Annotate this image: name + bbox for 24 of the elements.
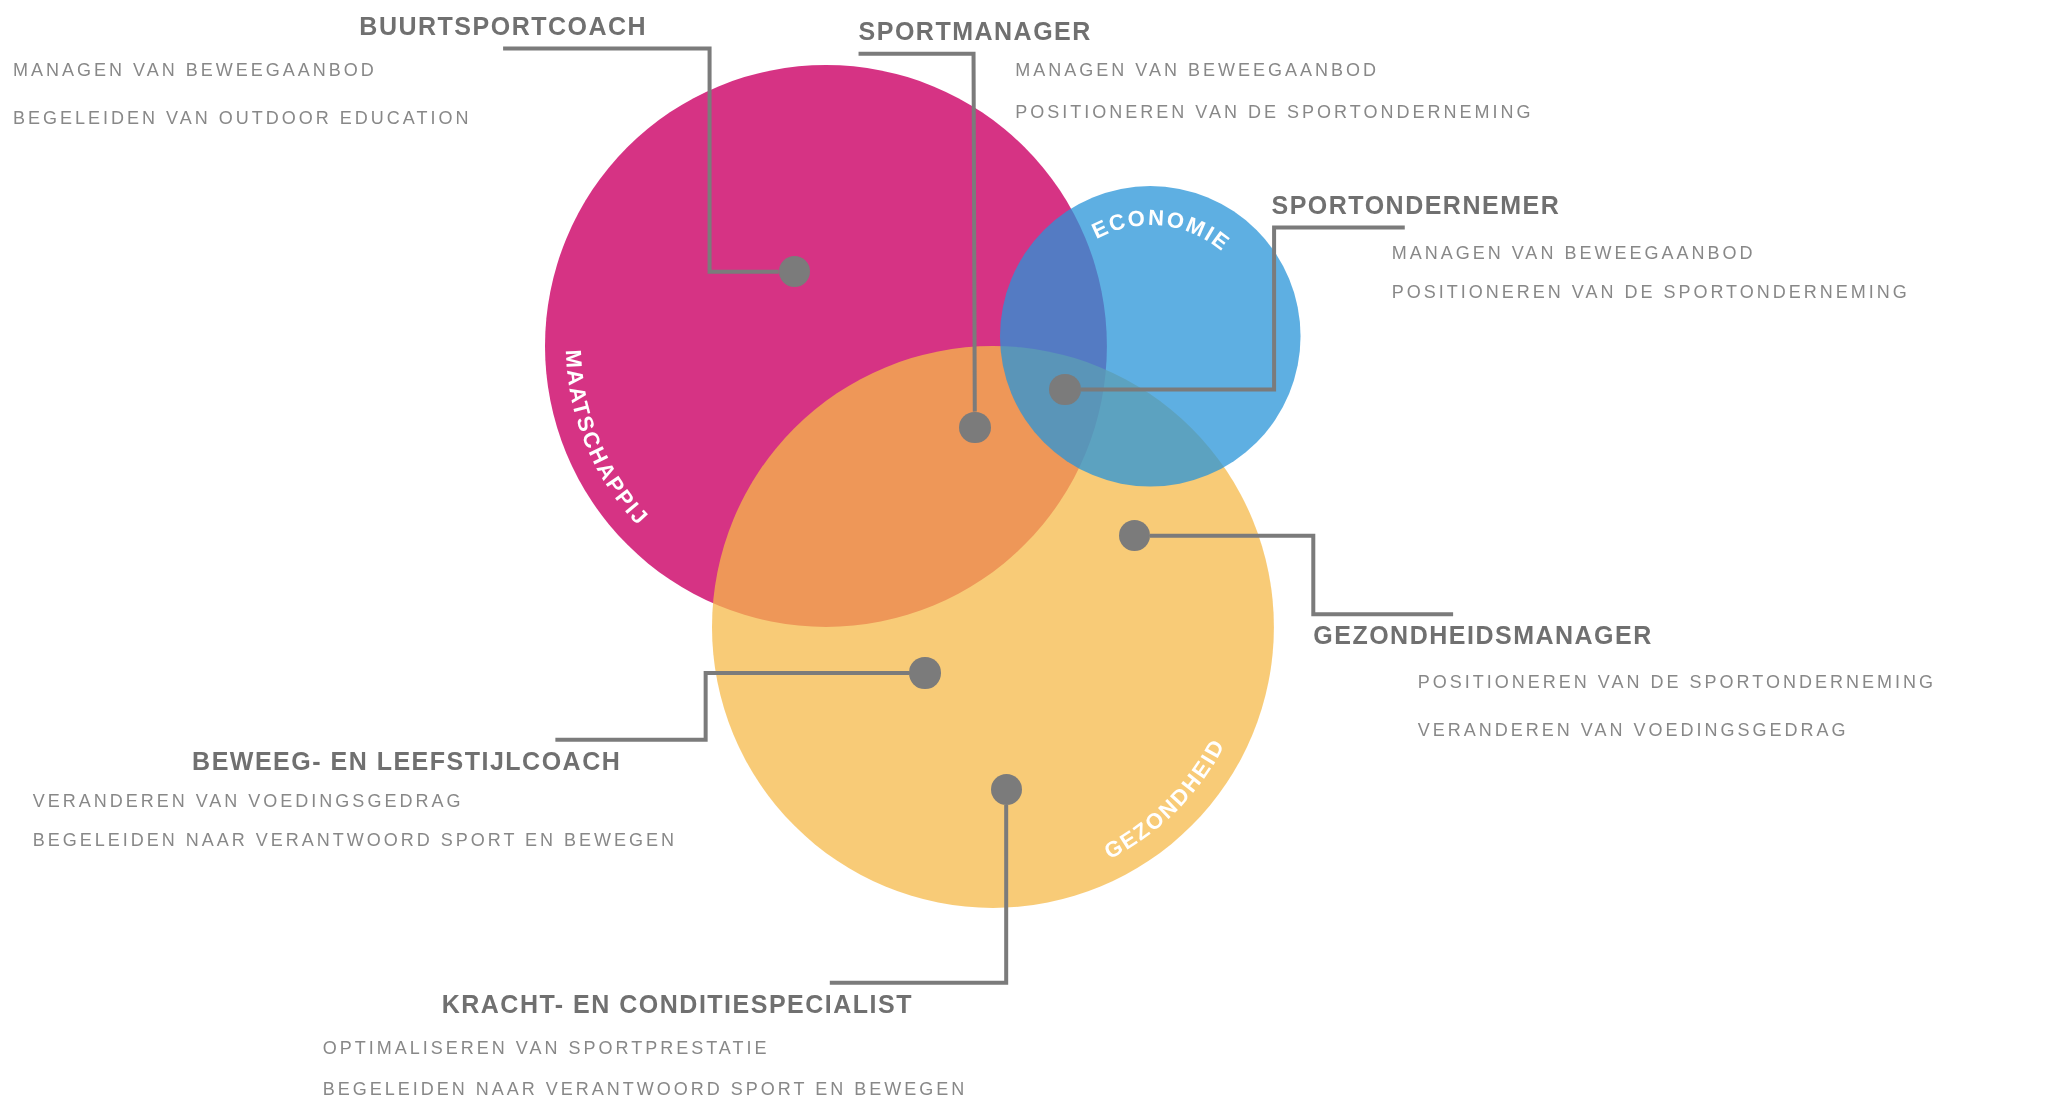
leader-line <box>858 51 977 412</box>
task-text: POSITIONEREN VAN DE SPORTONDERNEMING <box>1015 101 1534 123</box>
task-text: BEGELEIDEN VAN OUTDOOR EDUCATION <box>13 108 472 130</box>
task-text: BEGELEIDEN NAAR VERANTWOORD SPORT EN BEWEGEN <box>322 1079 968 1101</box>
leader-line <box>555 670 910 742</box>
leader-line <box>1149 533 1454 617</box>
role-heading: GEZONDHEIDSMANAGER <box>1313 614 1653 650</box>
leader-line <box>1080 225 1405 392</box>
task-text: MANAGEN VAN BEWEEGAANBOD <box>1391 243 1756 265</box>
role-heading: SPORTONDERNEMER <box>1271 192 1561 228</box>
task-text: VERANDEREN VAN VOEDINGSGEDRAG <box>1417 720 1849 741</box>
role-heading: KRACHT- EN CONDITIESPECIALIST <box>441 982 913 1019</box>
role-heading: BUURTSPORTCOACH <box>359 13 648 49</box>
task-text: VERANDEREN VAN VOEDINGSGEDRAG <box>32 790 464 812</box>
task-text: POSITIONEREN VAN DE SPORTONDERNEMING <box>1417 671 1936 693</box>
task-text: POSITIONEREN VAN DE SPORTONDERNEMING <box>1391 282 1910 304</box>
role-heading: SPORTMANAGER <box>858 18 1092 54</box>
role-heading: BEWEEG- EN LEEFSTIJLCOACH <box>192 739 622 776</box>
task-text: BEGELEIDEN NAAR VERANTWOORD SPORT EN BEWEGEN <box>32 829 678 851</box>
leader-line <box>503 46 779 274</box>
leader-line <box>829 804 1009 985</box>
task-text: MANAGEN VAN BEWEEGAANBOD <box>1015 60 1380 82</box>
task-text: MANAGEN VAN BEWEEGAANBOD <box>13 60 377 82</box>
task-text: OPTIMALISEREN VAN SPORTPRESTATIE <box>322 1037 770 1059</box>
